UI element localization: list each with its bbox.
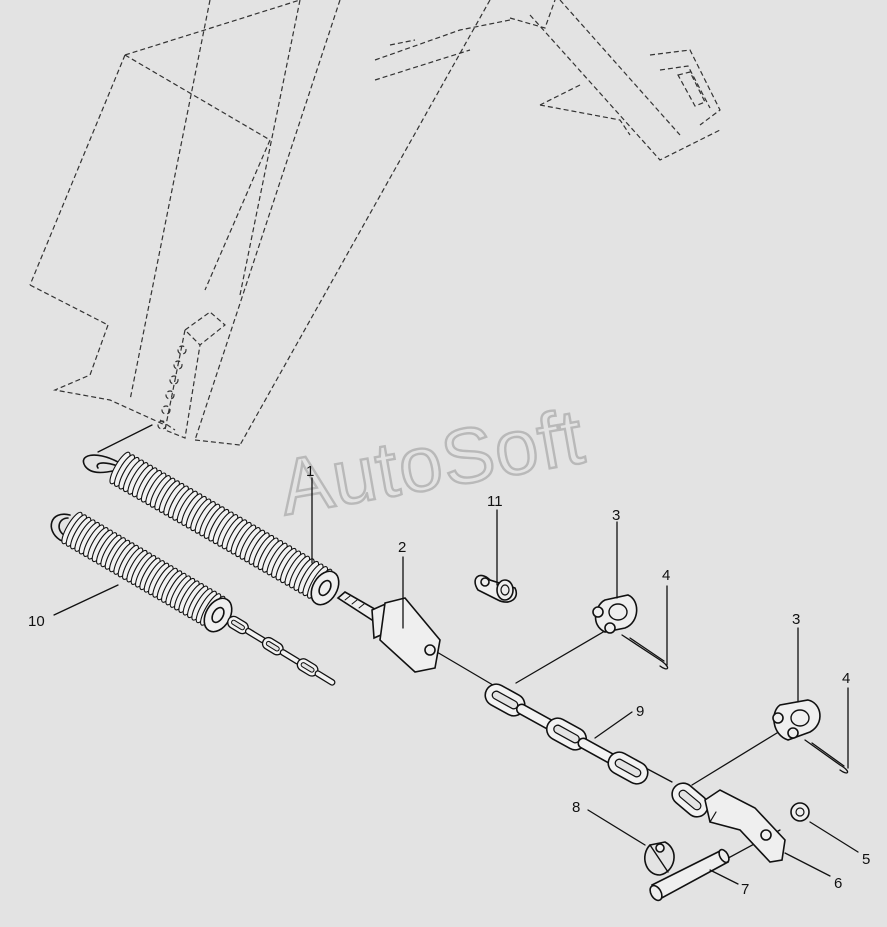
part-4-cotter-pin-lower bbox=[804, 739, 849, 774]
callout-7: 7 bbox=[741, 881, 749, 898]
part-5-washer bbox=[790, 802, 810, 822]
part-7-pin bbox=[649, 848, 730, 902]
chain-link bbox=[484, 683, 526, 717]
callout-6: 6 bbox=[834, 875, 842, 892]
small-chain bbox=[227, 615, 336, 686]
part-1-extension-spring bbox=[82, 451, 340, 606]
part-4-cotter-pin-upper bbox=[621, 634, 669, 670]
callout-1: 1 bbox=[306, 463, 314, 480]
callout-labels: 1 2 3 3 4 4 5 6 7 8 9 10 11 bbox=[28, 463, 870, 898]
callout-leaders bbox=[53, 477, 859, 885]
callout-2: 2 bbox=[398, 539, 406, 556]
chain-link bbox=[607, 751, 649, 785]
part-6-bracket-plate bbox=[704, 789, 786, 863]
watermark-text: AutoSoft bbox=[273, 392, 591, 532]
callout-4-lower: 4 bbox=[842, 670, 850, 687]
chain-link bbox=[671, 782, 709, 818]
part-10-spring-with-chain bbox=[50, 511, 336, 686]
machine-frame bbox=[29, 0, 721, 446]
callout-10: 10 bbox=[28, 613, 45, 630]
spring-10-coils bbox=[61, 511, 226, 629]
callout-3-lower: 3 bbox=[792, 611, 800, 628]
callout-3-upper: 3 bbox=[612, 507, 620, 524]
callout-9: 9 bbox=[636, 703, 644, 720]
part-2-turnbuckle-plate bbox=[336, 591, 441, 673]
callout-8: 8 bbox=[572, 799, 580, 816]
part-3-shackle-lower bbox=[772, 699, 821, 741]
part-3-shackle-upper bbox=[592, 594, 638, 634]
part-9-chain bbox=[484, 683, 709, 818]
callout-5: 5 bbox=[862, 851, 870, 868]
callout-4-upper: 4 bbox=[662, 567, 670, 584]
callout-11: 11 bbox=[487, 493, 503, 510]
part-11-shackle bbox=[474, 574, 517, 603]
part-8-linch-pin bbox=[644, 841, 675, 876]
chain-link bbox=[314, 670, 336, 686]
